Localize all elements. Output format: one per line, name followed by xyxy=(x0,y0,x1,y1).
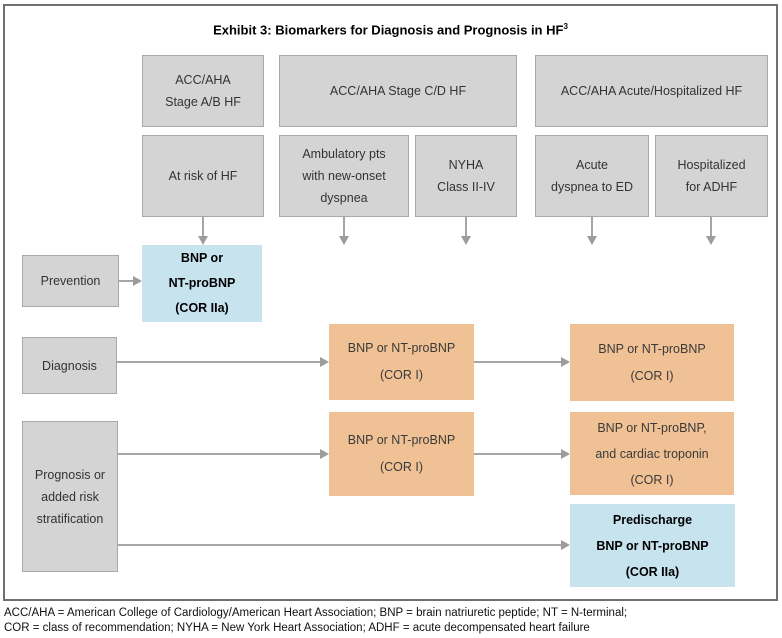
box-line: At risk of HF xyxy=(168,169,238,183)
arrow-prevention-line xyxy=(119,280,133,282)
box-line: BNP or NT-proBNP xyxy=(347,433,456,447)
arrow-down-hospitalized-head xyxy=(706,236,716,245)
arrow-down-at-risk xyxy=(202,217,204,236)
arrow-down-hospitalized xyxy=(710,217,712,236)
arrow-prevention-head xyxy=(133,276,142,286)
box-diagnosis-right-bnp: BNP or NT-proBNP (COR I) xyxy=(570,324,734,401)
box-line: BNP or NT-proBNP xyxy=(596,538,709,553)
box-line: (COR I) xyxy=(630,472,674,487)
box-line: Stage A/B HF xyxy=(165,95,241,109)
arrow-down-ambulatory xyxy=(343,217,345,236)
arrow-down-nyha-head xyxy=(461,236,471,245)
box-line: Hospitalized xyxy=(677,158,746,172)
box-line: added risk xyxy=(41,489,99,504)
arrow-prognosis-right-line xyxy=(474,453,561,455)
box-line: Ambulatory pts xyxy=(302,147,386,161)
box-line: BNP or NT-proBNP, xyxy=(597,420,707,435)
box-line: (COR I) xyxy=(379,368,424,382)
diagram-frame: Exhibit 3: Biomarkers for Diagnosis and … xyxy=(3,4,778,601)
box-stage-cd-hf: ACC/AHA Stage C/D HF xyxy=(279,55,517,127)
exhibit-title-text: Exhibit 3: Biomarkers for Diagnosis and … xyxy=(213,22,564,38)
box-diagnosis: Diagnosis xyxy=(22,337,117,394)
box-hospitalized-adhf: Hospitalized for ADHF xyxy=(655,135,768,217)
box-at-risk: At risk of HF xyxy=(142,135,264,217)
box-line: BNP or NT-proBNP xyxy=(598,341,706,356)
arrow-diagnosis-head xyxy=(320,357,329,367)
box-line: dyspnea to ED xyxy=(551,180,633,194)
arrow-down-ambulatory-head xyxy=(339,236,349,245)
box-line: BNP or xyxy=(180,251,224,265)
box-prognosis-mid-bnp: BNP or NT-proBNP (COR I) xyxy=(329,412,474,496)
arrow-prognosis-right-head xyxy=(561,449,570,459)
box-line: BNP or NT-proBNP xyxy=(347,341,456,355)
arrow-down-acute-dyspnea xyxy=(591,217,593,236)
arrow-diagnosis-right-head xyxy=(561,357,570,367)
box-line: (COR IIa) xyxy=(625,564,680,579)
box-line: dyspnea xyxy=(320,191,368,205)
arrow-predischarge-line xyxy=(118,544,561,546)
box-prognosis: Prognosis or added risk stratification xyxy=(22,421,118,572)
arrow-diagnosis-line xyxy=(117,361,320,363)
footnote: ACC/AHA = American College of Cardiology… xyxy=(4,606,627,636)
box-line: for ADHF xyxy=(685,180,738,194)
box-line: (COR IIa) xyxy=(175,301,229,315)
box-line: ACC/AHA xyxy=(175,73,231,87)
arrow-predischarge-head xyxy=(561,540,570,550)
box-predischarge-bnp: Predischarge BNP or NT-proBNP (COR IIa) xyxy=(570,504,735,587)
arrow-prognosis-line xyxy=(118,453,320,455)
box-acute-dyspnea: Acute dyspnea to ED xyxy=(535,135,649,217)
box-acute-hospitalized-hf: ACC/AHA Acute/Hospitalized HF xyxy=(535,55,768,127)
box-line: (COR I) xyxy=(630,368,674,383)
box-line: Predischarge xyxy=(612,512,693,527)
box-line: Prognosis or xyxy=(34,467,106,482)
exhibit-title: Exhibit 3: Biomarkers for Diagnosis and … xyxy=(5,22,776,37)
arrow-diagnosis-right-line xyxy=(474,361,561,363)
arrow-down-acute-dyspnea-head xyxy=(587,236,597,245)
box-stage-ab-hf: ACC/AHA Stage A/B HF xyxy=(142,55,264,127)
box-line: Diagnosis xyxy=(42,358,97,373)
box-prognosis-right-troponin: BNP or NT-proBNP, and cardiac troponin (… xyxy=(570,412,734,495)
arrow-down-nyha xyxy=(465,217,467,236)
box-diagnosis-mid-bnp: BNP or NT-proBNP (COR I) xyxy=(329,324,474,400)
exhibit-title-superscript: 3 xyxy=(563,22,568,31)
footnote-line-1: ACC/AHA = American College of Cardiology… xyxy=(4,607,628,619)
box-prevention: Prevention xyxy=(22,255,119,307)
box-ambulatory: Ambulatory pts with new-onset dyspnea xyxy=(279,135,409,217)
box-line: ACC/AHA Acute/Hospitalized HF xyxy=(560,84,743,98)
box-line: and cardiac troponin xyxy=(595,446,709,461)
box-line: Class II-IV xyxy=(437,180,495,194)
box-line: (COR I) xyxy=(379,460,424,474)
arrow-prognosis-head xyxy=(320,449,329,459)
box-line: with new-onset xyxy=(302,169,386,183)
footnote-line-2: COR = class of recommendation; NYHA = Ne… xyxy=(4,622,590,634)
box-line: NT-proBNP xyxy=(168,276,236,290)
box-line: Prevention xyxy=(40,274,101,288)
box-prevention-bnp: BNP or NT-proBNP (COR IIa) xyxy=(142,245,262,322)
box-line: Acute xyxy=(576,158,608,172)
arrow-down-at-risk-head xyxy=(198,236,208,245)
box-line: ACC/AHA Stage C/D HF xyxy=(329,84,467,98)
box-line: NYHA xyxy=(448,158,484,172)
box-line: stratification xyxy=(36,511,104,526)
box-nyha: NYHA Class II-IV xyxy=(415,135,517,217)
